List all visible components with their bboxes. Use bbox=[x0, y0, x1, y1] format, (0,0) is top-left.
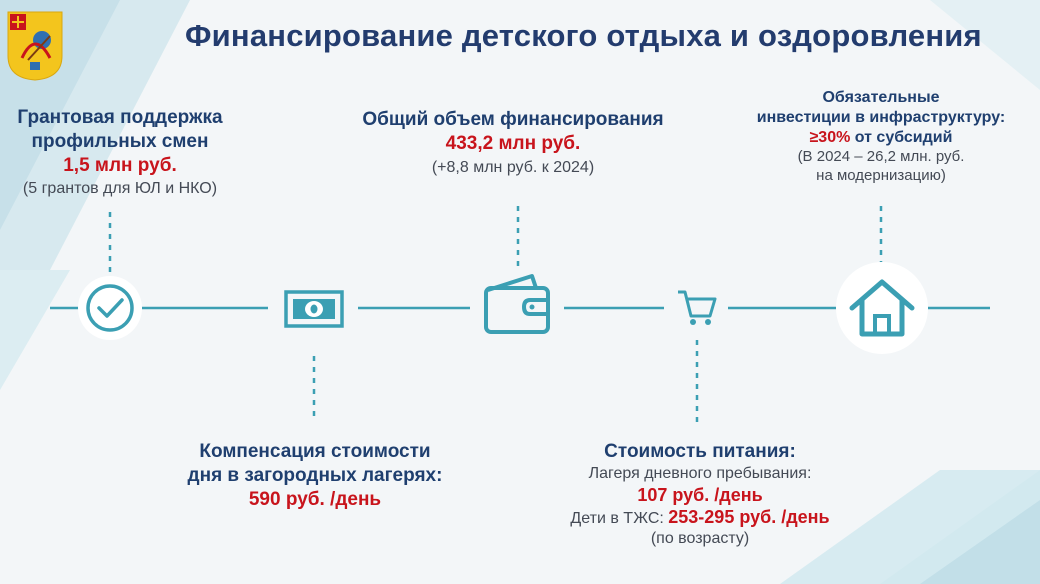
house-icon bbox=[836, 262, 928, 354]
food-line3-row: Дети в ТЖС: 253-295 руб. /день bbox=[520, 506, 880, 529]
grants-note: (5 грантов для ЮЛ и НКО) bbox=[22, 180, 218, 198]
total-amount: 433,2 млн руб. bbox=[445, 132, 581, 154]
check-circle-icon bbox=[78, 276, 142, 340]
compensation-block: Компенсация стоимости дня в загородных л… bbox=[150, 440, 480, 511]
grants-block: Грантовая поддержка профильных смен 1,5 … bbox=[0, 106, 245, 199]
page-title: Финансирование детского отдыха и оздоров… bbox=[185, 18, 982, 53]
food-amount1: 107 руб. /день bbox=[637, 484, 763, 505]
infrastructure-amount-suffix: от субсидий bbox=[850, 129, 953, 146]
infrastructure-block: Обязательные инвестиции в инфраструктуру… bbox=[722, 88, 1040, 186]
cart-icon bbox=[678, 290, 717, 325]
infrastructure-line1: Обязательные bbox=[822, 89, 940, 106]
compensation-amount: 590 руб. /день bbox=[248, 488, 382, 510]
compensation-line1: Компенсация стоимости bbox=[199, 441, 431, 462]
infrastructure-amount-line: ≥30% от субсидий bbox=[722, 128, 1040, 148]
total-note: (+8,8 млн руб. к 2024) bbox=[431, 158, 595, 176]
food-note: (по возрасту) bbox=[650, 530, 750, 548]
infrastructure-note1: (В 2024 – 26,2 млн. руб. bbox=[797, 148, 965, 165]
food-line1: Стоимость питания: bbox=[604, 441, 796, 462]
food-block: Стоимость питания: Лагеря дневного пребы… bbox=[520, 440, 880, 549]
banknote-icon bbox=[284, 290, 344, 328]
infrastructure-line2: инвестиции в инфраструктуру: bbox=[756, 109, 1006, 126]
region-emblem bbox=[7, 11, 63, 81]
infrastructure-amount: ≥30% bbox=[809, 129, 851, 146]
food-line2: Лагеря дневного пребывания: bbox=[588, 464, 812, 482]
total-block: Общий объем финансирования 433,2 млн руб… bbox=[318, 108, 708, 178]
food-line3: Дети в ТЖС: bbox=[570, 510, 669, 528]
wallet-icon bbox=[484, 274, 550, 334]
grants-line1: Грантовая поддержка bbox=[17, 107, 223, 128]
compensation-line2: дня в загородных лагерях: bbox=[187, 464, 443, 486]
total-line1: Общий объем финансирования bbox=[362, 109, 664, 130]
grants-line2: профильных смен bbox=[31, 130, 209, 152]
grants-amount: 1,5 млн руб. bbox=[63, 154, 177, 176]
infrastructure-note2: на модернизацию) bbox=[816, 166, 946, 184]
food-amount2: 253-295 руб. /день bbox=[668, 507, 830, 528]
